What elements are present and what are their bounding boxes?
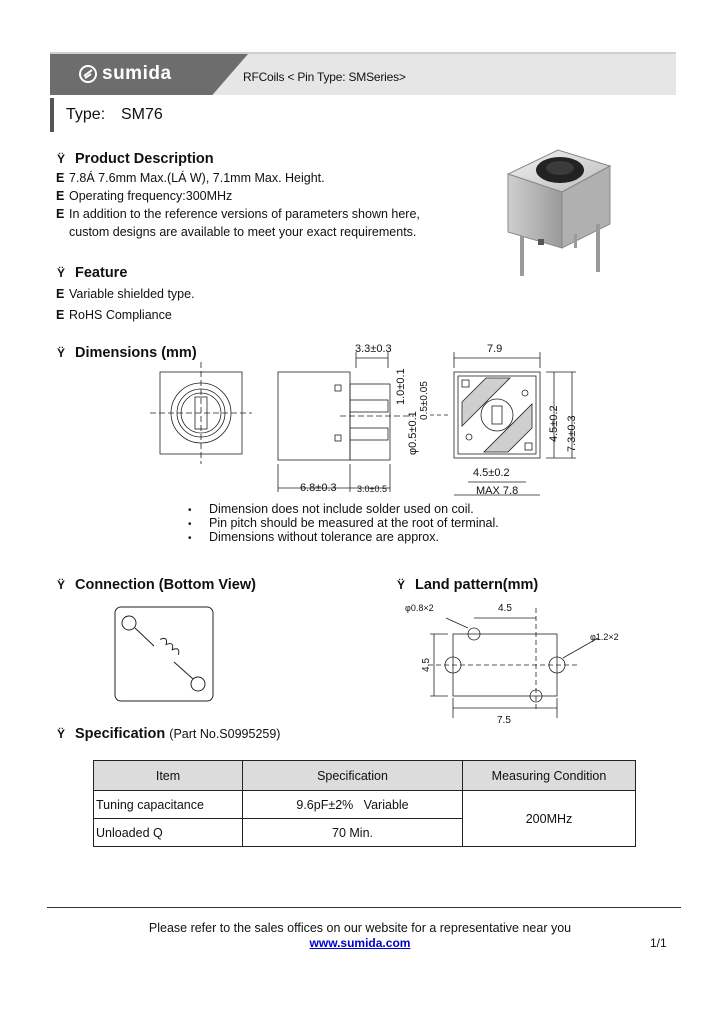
- part-number: (Part No.S0995259): [169, 727, 281, 741]
- specification-heading: Ÿ Specification (Part No.S0995259): [57, 726, 280, 742]
- section-bullet-icon: Ÿ: [57, 346, 66, 360]
- dimensions-title: Dimensions (mm): [75, 345, 197, 361]
- bullet-mark: E: [56, 287, 65, 301]
- specification-title: Specification: [75, 726, 166, 742]
- feature-text: Variable shielded type.: [69, 287, 195, 301]
- dim-pin-length: 3.0±0.5: [357, 484, 387, 494]
- sumida-logo[interactable]: sumida: [78, 63, 172, 85]
- product-photo: [506, 149, 612, 276]
- bullet-mark: E: [56, 308, 65, 322]
- description-text: Operating frequency:300MHz: [69, 189, 233, 203]
- note-text: Dimension does not include solder used o…: [209, 502, 474, 516]
- dim-pin-b: 0.5±0.05: [419, 381, 430, 420]
- land-dim-left: 4.5: [421, 658, 432, 672]
- note-mark: •: [188, 505, 192, 516]
- connection-title: Connection (Bottom View): [75, 577, 256, 593]
- land-pattern-title: Land pattern(mm): [415, 577, 539, 593]
- column-header: Specification: [242, 760, 463, 791]
- section-bullet-icon: Ÿ: [57, 152, 66, 166]
- description-item-continued: custom designs are available to meet you…: [69, 225, 417, 239]
- table-row: Tuning capacitance 9.6pF±2% Variable 200…: [93, 790, 636, 847]
- dim-body-length: 6.8±0.3: [300, 482, 337, 494]
- dimension-note: • Dimensions without tolerance are approx…: [188, 530, 439, 544]
- product-description-heading: Ÿ Product Description: [57, 151, 214, 167]
- type-accent-bar: [50, 98, 54, 132]
- dimensions-drawing: [150, 352, 576, 496]
- feature-title: Feature: [75, 265, 128, 281]
- land-pattern-drawing: [428, 608, 599, 718]
- dim-pin-c: φ0.5±0.1: [407, 411, 419, 455]
- dim-inner-height: 4.5±0.2: [548, 405, 560, 442]
- dim-max: MAX 7.8: [476, 485, 519, 497]
- type-value: SM76: [121, 106, 163, 123]
- type-row: Type: SM76: [66, 106, 163, 124]
- dim-inner-width: 4.5±0.2: [473, 467, 510, 479]
- section-bullet-icon: Ÿ: [57, 266, 66, 280]
- description-text: 7.8Á 7.6mm Max.(LÁ W), 7.1mm Max. Height…: [69, 171, 325, 185]
- section-bullet-icon: Ÿ: [57, 578, 66, 592]
- column-header: Measuring Condition: [462, 760, 636, 791]
- note-mark: •: [188, 519, 192, 530]
- brand-name: sumida: [102, 63, 172, 84]
- footer-rule: [47, 907, 681, 908]
- document-title: RFCoils < Pin Type: SMSeries>: [243, 70, 406, 84]
- dim-height: 7.3±0.3: [566, 415, 578, 452]
- description-text: In addition to the reference versions of…: [69, 207, 420, 221]
- page-number: 1/1: [650, 936, 667, 950]
- land-hole-large: φ1.2×2: [590, 632, 619, 642]
- description-item: E Operating frequency:300MHz: [56, 189, 232, 203]
- row-item: Tuning capacitance: [93, 790, 243, 819]
- feature-heading: Ÿ Feature: [57, 265, 127, 281]
- land-pattern-heading: Ÿ Land pattern(mm): [397, 577, 538, 593]
- connection-diagram: [114, 606, 214, 702]
- type-label: Type:: [66, 106, 106, 123]
- land-dim-top: 4.5: [498, 603, 512, 614]
- dim-top-width: 3.3±0.3: [355, 343, 392, 355]
- feature-item: E Variable shielded type.: [56, 287, 195, 301]
- header-top-rule: [50, 52, 676, 54]
- dimensions-heading: Ÿ Dimensions (mm): [57, 345, 197, 361]
- table-row: Unloaded Q 70 Min.: [93, 818, 636, 847]
- spec-table: Item Specification Measuring Condition T…: [93, 760, 636, 847]
- column-header: Item: [93, 760, 243, 791]
- row-spec: 9.6pF±2% Variable: [242, 790, 463, 819]
- row-item: Unloaded Q: [93, 818, 243, 847]
- feature-item: E RoHS Compliance: [56, 308, 172, 322]
- dim-pin-a: 1.0±0.1: [395, 368, 407, 405]
- note-text: Dimensions without tolerance are approx.: [209, 530, 439, 544]
- dimension-note: • Pin pitch should be measured at the roo…: [188, 516, 499, 530]
- measuring-condition: 200MHz: [462, 790, 636, 847]
- bullet-mark: E: [56, 171, 65, 185]
- footer-note: Please refer to the sales offices on our…: [148, 921, 572, 935]
- header-logo-panel: [50, 54, 248, 95]
- sumida-mark-icon: [79, 65, 97, 83]
- note-text: Pin pitch should be measured at the root…: [209, 516, 499, 530]
- description-item: E In addition to the reference versions o…: [56, 207, 420, 221]
- product-description-title: Product Description: [75, 151, 214, 167]
- dim-width: 7.9: [487, 343, 503, 355]
- section-bullet-icon: Ÿ: [397, 578, 406, 592]
- table-header-row: Item Specification Measuring Condition: [93, 760, 636, 791]
- bullet-mark: E: [56, 207, 65, 221]
- dimension-note: • Dimension does not include solder used …: [188, 502, 474, 516]
- connection-heading: Ÿ Connection (Bottom View): [57, 577, 256, 593]
- land-dim-bottom: 7.5: [497, 715, 511, 726]
- land-hole-small: φ0.8×2: [405, 603, 434, 613]
- feature-text: RoHS Compliance: [69, 308, 172, 322]
- website-link[interactable]: www.sumida.com: [309, 936, 411, 950]
- section-bullet-icon: Ÿ: [57, 727, 66, 741]
- bullet-mark: E: [56, 189, 65, 203]
- bottom-view-body: [453, 371, 541, 459]
- note-mark: •: [188, 533, 192, 544]
- description-item: E 7.8Á 7.6mm Max.(LÁ W), 7.1mm Max. Heigh…: [56, 171, 325, 185]
- row-spec: 70 Min.: [242, 818, 463, 847]
